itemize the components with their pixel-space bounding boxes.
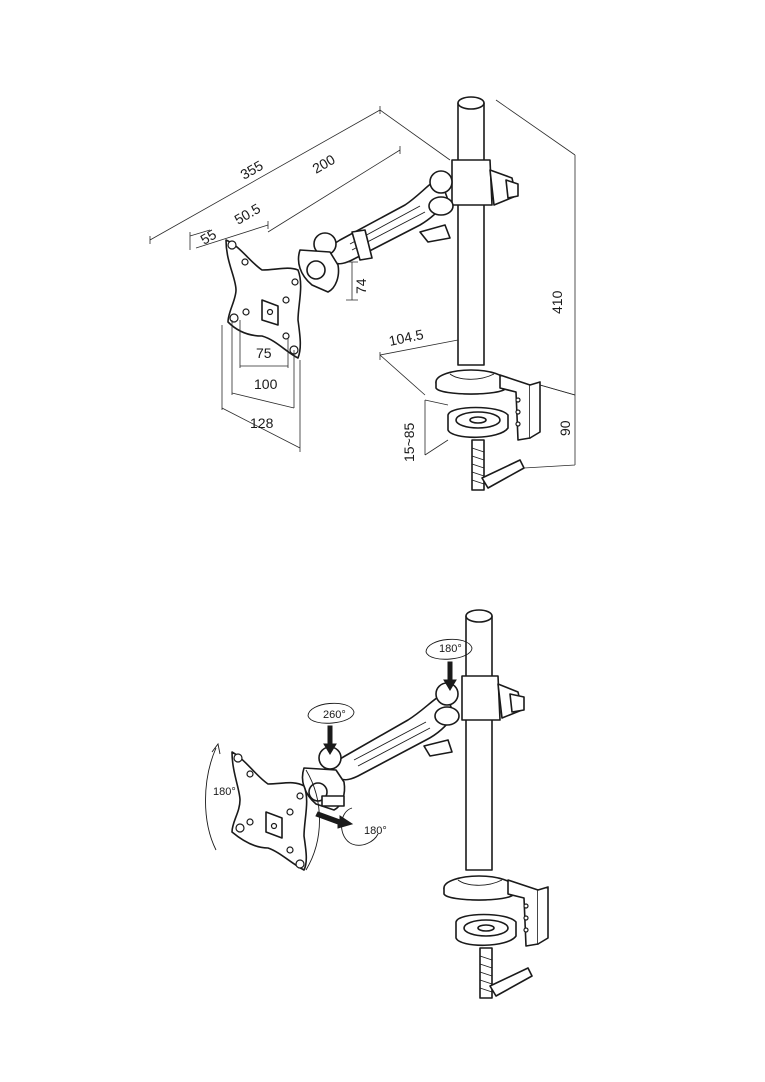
dim-arm-length: 200 <box>310 151 338 177</box>
rot-pole-swivel: 180° <box>439 643 462 655</box>
head-tilt-arc-right <box>305 769 320 871</box>
pole-swivel-arrow <box>443 661 457 691</box>
head-tilt-arc <box>205 747 217 851</box>
pole <box>457 96 485 366</box>
dim-vesa-large: 100 <box>254 376 278 392</box>
dimension-drawing: 355 200 50.5 55 74 104.5 410 75 100 128 … <box>149 96 576 491</box>
dim-overall-length: 355 <box>238 157 266 183</box>
pole-collar-2 <box>461 675 525 721</box>
rot-arm-swivel: 260° <box>323 709 346 721</box>
head-rotate-arrow <box>315 811 354 829</box>
vesa-plate <box>225 239 302 359</box>
desk-clamp-2 <box>443 875 549 999</box>
dim-arm-height: 74 <box>353 278 369 294</box>
arm-swivel-arrow <box>323 725 337 755</box>
vesa-plate-2 <box>231 751 308 871</box>
dim-clamp-range: 15~85 <box>401 422 417 462</box>
elbow-joint-2 <box>301 746 346 811</box>
pole-collar <box>451 159 519 206</box>
main-arm <box>327 170 454 265</box>
arm-swivel-arc <box>307 702 355 724</box>
dim-vesa-small: 75 <box>256 345 272 361</box>
pole-2 <box>465 609 493 871</box>
rot-head-tilt: 180° <box>213 786 236 798</box>
dim-offset-b: 55 <box>198 226 220 248</box>
head-rotate-arc <box>341 807 379 846</box>
dimension-lines <box>149 99 576 469</box>
dim-pole-height: 410 <box>549 290 565 314</box>
main-arm-2 <box>332 682 460 781</box>
dim-offset-a: 50.5 <box>232 200 264 228</box>
pole-swivel-arc <box>425 638 473 660</box>
elbow-joint <box>297 232 340 293</box>
dim-clamp-height: 90 <box>557 420 573 436</box>
rotation-drawing: 180° 260° 180° 180° <box>205 609 549 999</box>
dim-plate-width: 128 <box>250 415 274 431</box>
head-tilt-arrowhead <box>211 742 221 755</box>
dim-clamp-offset: 104.5 <box>387 326 425 349</box>
rotation-indicators: 180° 260° 180° 180° <box>205 638 473 871</box>
desk-clamp <box>435 369 541 491</box>
rot-head-rotate: 180° <box>364 825 387 837</box>
